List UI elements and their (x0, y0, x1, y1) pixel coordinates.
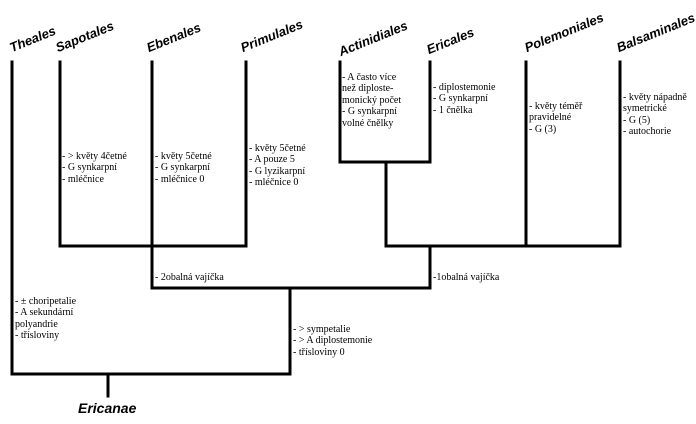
notes-theales: - ± choripetalie - A sekundární polyandr… (15, 296, 77, 342)
root-label: Ericanae (78, 400, 137, 416)
notes-sympetaly: - > sympetalie - > A diplostemonie - tří… (293, 324, 373, 358)
notes-ebenales: - květy 5četné - G synkarpní - mléčnice … (155, 151, 212, 185)
notes-primulales: - květy 5četné - A pouze 5 - G lyzikarpn… (249, 143, 306, 189)
notes-balsaminales: - květy nápadně symetrické - G (5) - aut… (623, 92, 687, 138)
notes-sapotales: - > květy 4četné - G synkarpní - mléčnic… (62, 151, 127, 185)
notes-polemoniales: - květy téměř pravidelné - G (3) (529, 101, 583, 135)
notes-two-integuments: - 2obalná vajíčka (155, 272, 224, 283)
notes-ericales: - diplostemonie - G synkarpní - 1 čnělka (433, 82, 496, 116)
notes-one-integument: -1obalná vajíčka (433, 272, 500, 283)
notes-actinidiales: - A často více než diploste- monický poč… (342, 72, 402, 129)
